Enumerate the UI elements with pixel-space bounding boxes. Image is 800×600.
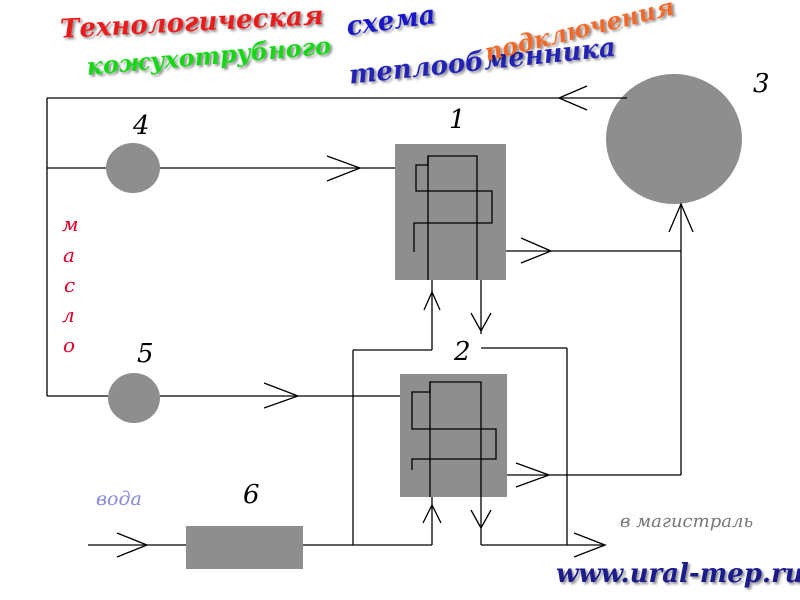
oil-letter-3: с <box>64 273 75 297</box>
label-5: 5 <box>137 339 154 369</box>
riser-arrow <box>668 202 694 233</box>
tank-3 <box>606 74 742 204</box>
water-to-hx2-arrow <box>422 503 442 524</box>
water-to-hx1-arrow <box>423 290 441 311</box>
hx2-water-out-arrow <box>470 509 492 530</box>
hx2-coil <box>411 381 497 497</box>
water-label: вода <box>96 488 142 510</box>
oil-letter-1: м <box>62 212 79 236</box>
to-main-label: в магистраль <box>620 511 753 532</box>
oil-letter-5: о <box>63 333 75 357</box>
oil-letter-2: а <box>63 243 75 267</box>
water-inlet-arrow <box>116 532 149 558</box>
hx1-water-out-arrow <box>470 312 492 333</box>
equipment <box>106 74 742 569</box>
heater-6 <box>186 526 303 569</box>
equipment-numbers: 3 4 1 5 2 6 <box>132 69 770 510</box>
label-2: 2 <box>453 337 471 367</box>
hx1-coil <box>413 155 493 280</box>
diagram-title: Технологическая кожухотрубного схема теп… <box>59 0 677 91</box>
pump-4 <box>106 143 160 193</box>
hx2-outlet-arrow <box>515 462 551 488</box>
title-line-3: схема <box>345 0 438 42</box>
label-6: 6 <box>243 480 260 510</box>
label-3: 3 <box>753 69 770 99</box>
hx1-outlet-arrow <box>520 237 553 264</box>
label-1: 1 <box>449 105 466 135</box>
piping <box>46 85 694 558</box>
pump-5 <box>108 373 160 423</box>
oil-label: м а с л о <box>62 212 79 357</box>
oil-to-hx2-arrow <box>263 382 300 409</box>
return-arrow <box>557 85 588 111</box>
oil-to-hx1-arrow <box>326 155 362 182</box>
heat-exchanger-2 <box>400 374 507 497</box>
to-main-arrow <box>573 532 607 558</box>
heat-exchanger-1 <box>395 144 506 280</box>
label-4: 4 <box>132 111 150 141</box>
website-link[interactable]: www.ural-mep.ru <box>556 559 800 589</box>
oil-letter-4: л <box>62 303 75 327</box>
tube-coils <box>411 155 497 497</box>
